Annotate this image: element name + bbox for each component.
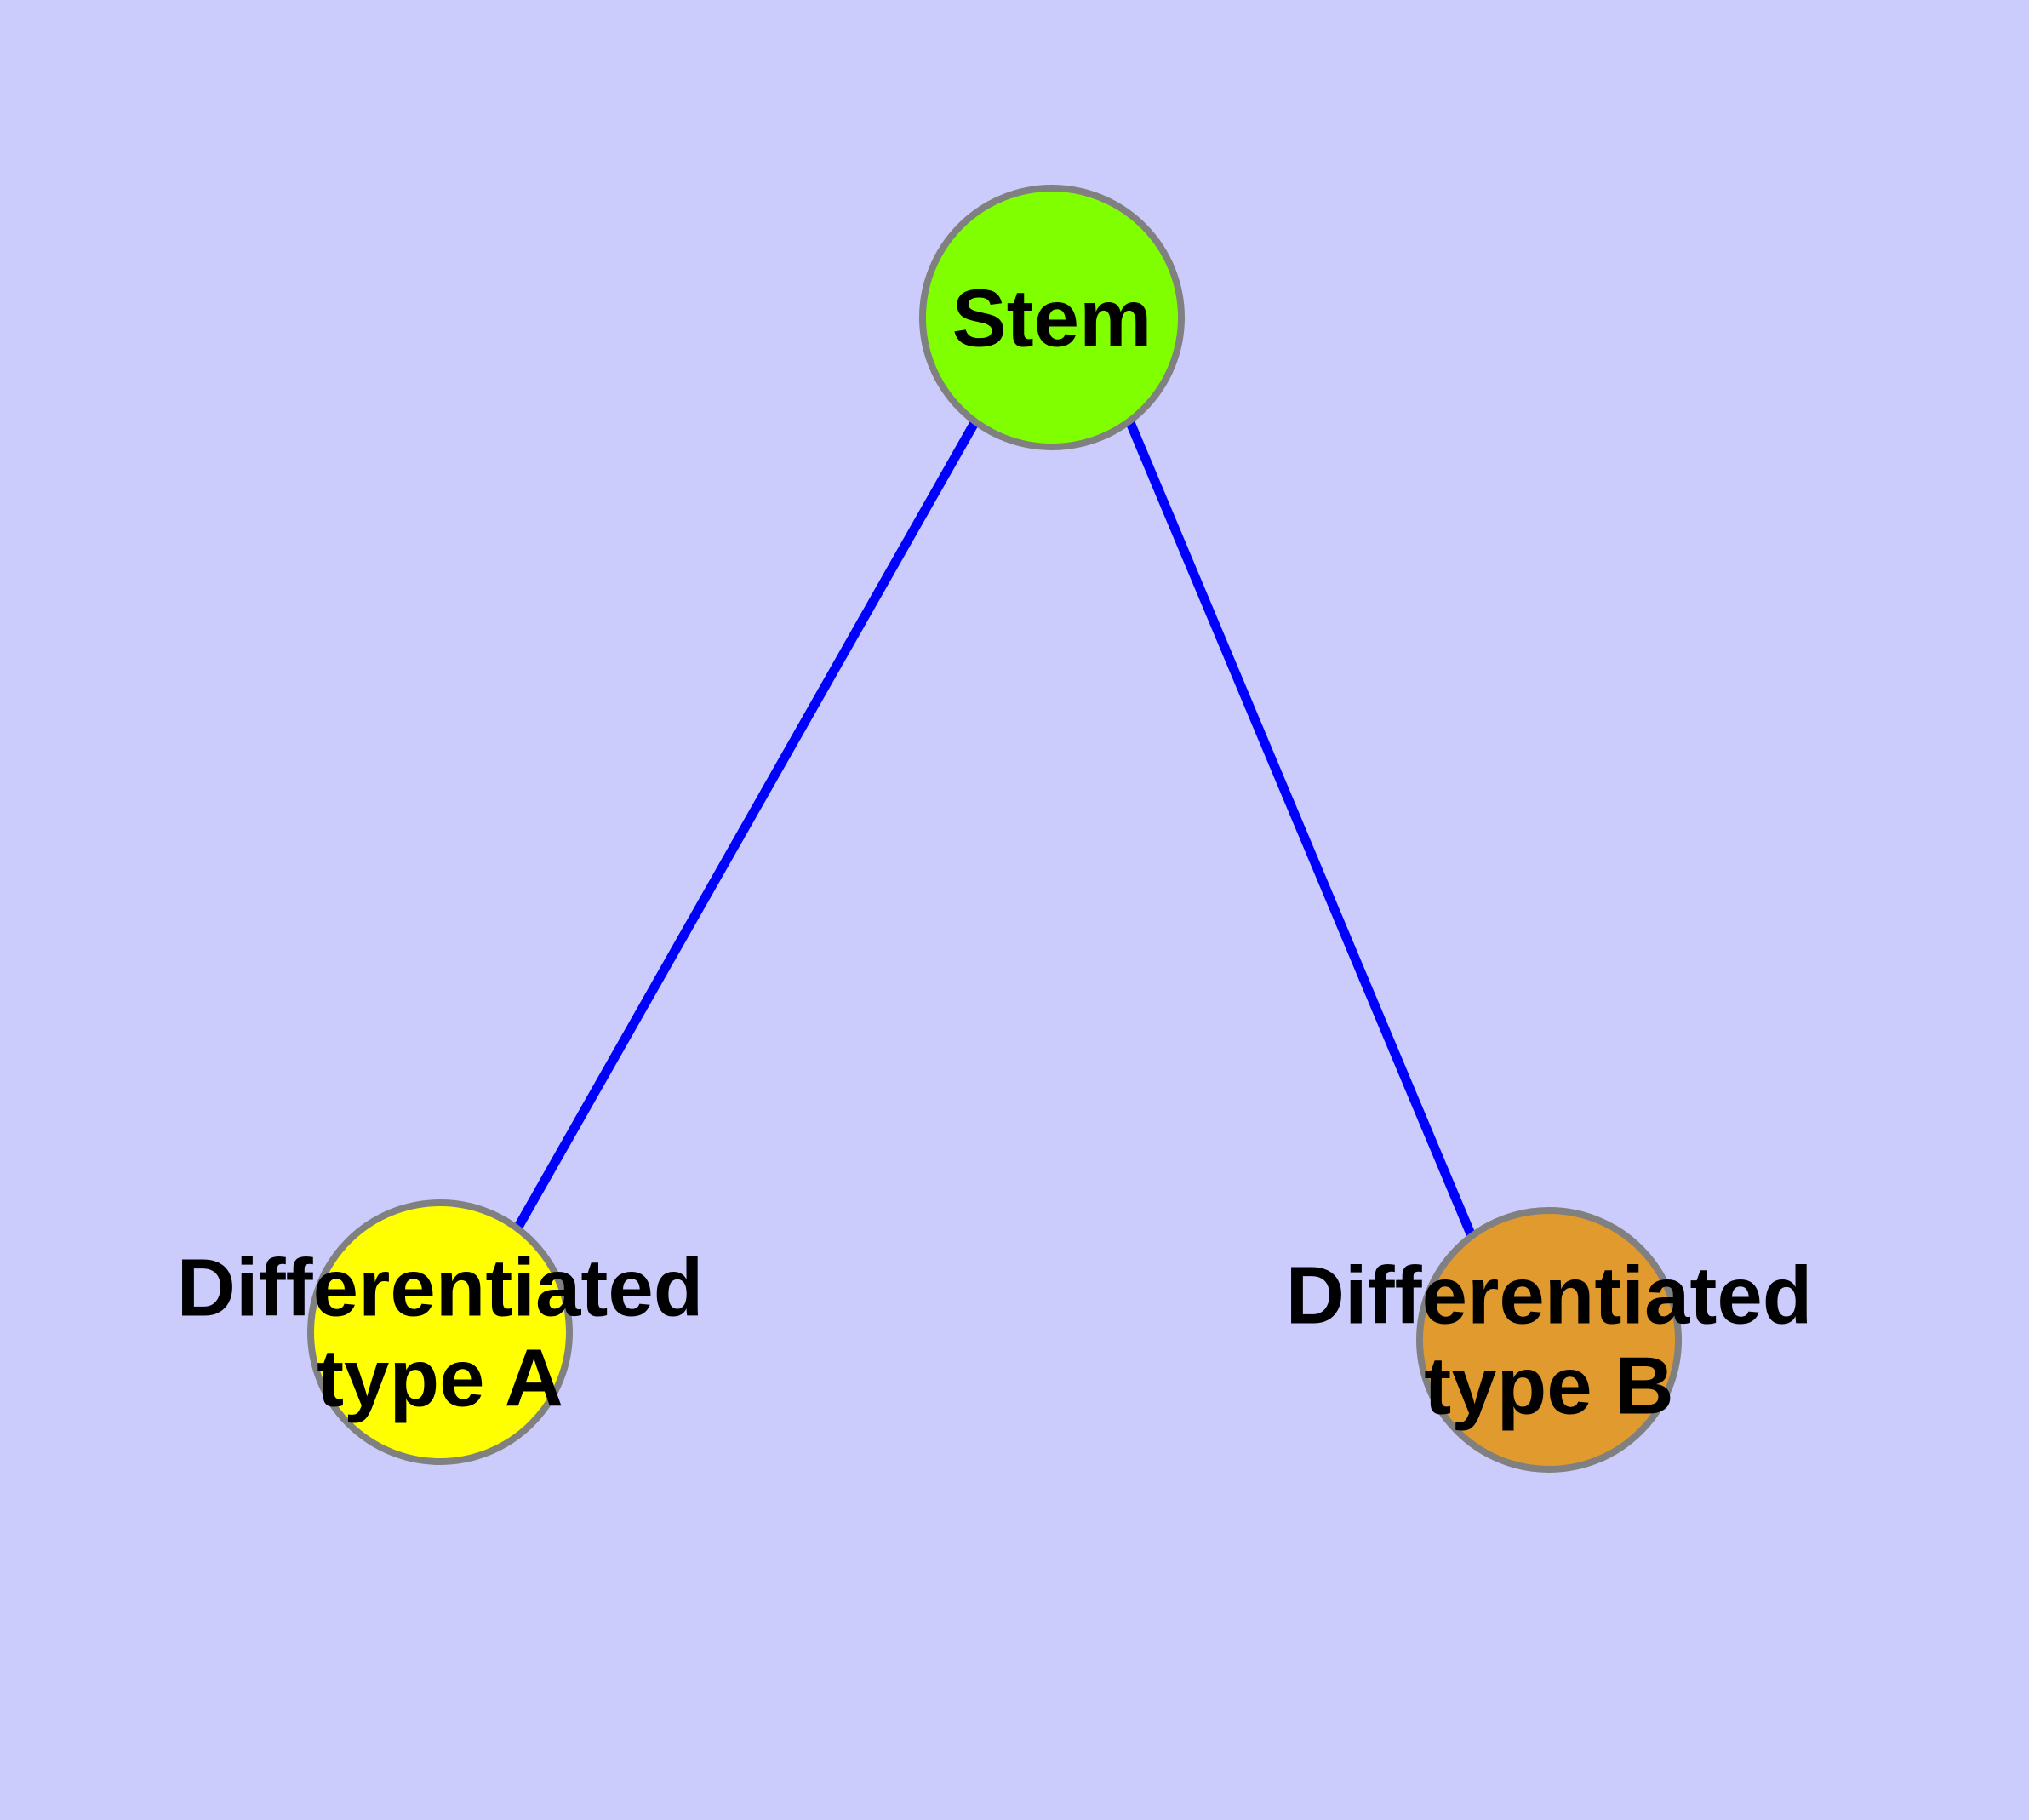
graph-node-diff-b[interactable] <box>1416 1207 1682 1473</box>
node-label-stem: Stem <box>952 273 1152 364</box>
edges-layer <box>513 418 1477 1239</box>
graph-edge-stem-to-diff-b[interactable] <box>1124 418 1477 1239</box>
node-label-line: Stem <box>952 273 1152 364</box>
node-label-line: Differentiated <box>177 1243 704 1334</box>
graph-node-diff-a[interactable] <box>307 1199 573 1465</box>
graph-edge-stem-to-diff-a[interactable] <box>513 419 980 1231</box>
graph-node-stem[interactable] <box>919 185 1185 450</box>
nodes-layer <box>307 185 1682 1473</box>
node-label-line: type B <box>1424 1341 1673 1432</box>
node-label-line: Differentiated <box>1286 1251 1813 1342</box>
node-label-line: type A <box>317 1333 563 1424</box>
